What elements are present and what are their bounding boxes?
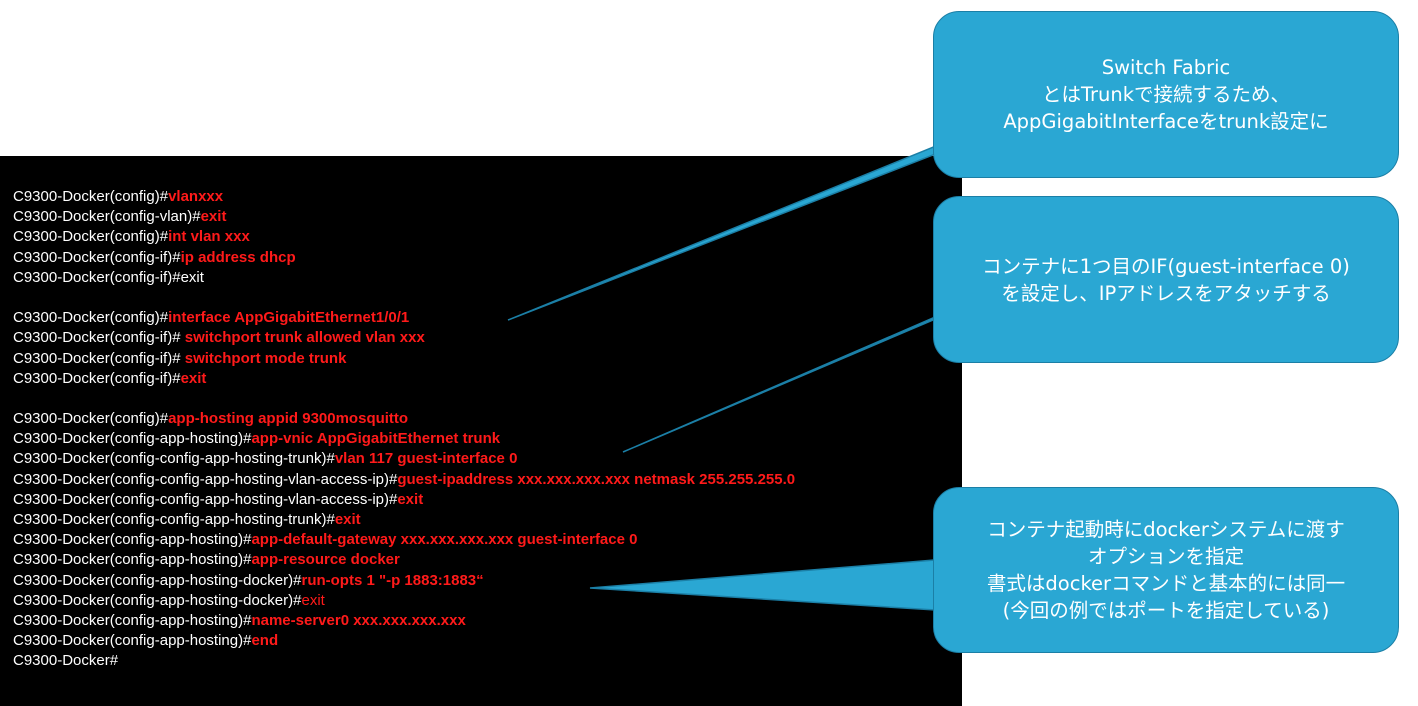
terminal-command: end	[251, 632, 279, 650]
terminal-line: C9300-Docker(config-app-hosting)#app-res…	[13, 550, 795, 570]
terminal-line	[13, 389, 795, 409]
terminal-line: C9300-Docker(config-if)#ip address dhcp	[13, 248, 795, 268]
terminal-command: app-vnic AppGigabitEthernet trunk	[251, 430, 501, 448]
terminal-command: name-server0 xxx.xxx.xxx.xxx	[251, 611, 466, 629]
terminal-line: C9300-Docker(config-config-app-hosting-t…	[13, 449, 795, 469]
callout-guest-interface-line-2: を設定し、IPアドレスをアタッチする	[1001, 281, 1331, 305]
callout-trunk-line-3: AppGigabitInterfaceをtrunk設定に	[1003, 110, 1329, 133]
terminal-prompt: C9300-Docker(config-if)#	[13, 329, 185, 347]
callout-run-opts-line-2: オプションを指定	[1087, 545, 1244, 568]
terminal-prompt: C9300-Docker(config)#	[13, 309, 169, 327]
terminal-prompt: C9300-Docker(config-if)#	[13, 369, 181, 387]
terminal-line: C9300-Docker(config-app-hosting)#app-vni…	[13, 429, 795, 449]
terminal-prompt: C9300-Docker(config-app-hosting-docker)#	[13, 571, 302, 589]
terminal-prompt: C9300-Docker(config-if)#	[13, 248, 181, 266]
terminal-prompt: C9300-Docker#	[13, 652, 119, 670]
terminal-command: run-opts 1 "-p 1883:1883“	[301, 571, 484, 589]
terminal-prompt: C9300-Docker(config-app-hosting)#	[13, 611, 252, 629]
terminal-prompt: C9300-Docker(config-config-app-hosting-t…	[13, 450, 335, 468]
terminal-line: C9300-Docker(config-if)#exit	[13, 369, 795, 389]
terminal-line: C9300-Docker(config)#app-hosting appid 9…	[13, 409, 795, 429]
terminal-command: vlanxxx	[168, 188, 224, 205]
terminal-line: C9300-Docker(config-if)# switchport mode…	[13, 349, 795, 369]
terminal-command: switchport mode trunk	[184, 349, 347, 367]
terminal-prompt: C9300-Docker(config-app-hosting)#	[13, 430, 252, 448]
terminal-prompt: C9300-Docker(config-config-app-hosting-v…	[13, 470, 398, 488]
callout-run-opts-line-4: (今回の例ではポートを指定している)	[1002, 599, 1330, 622]
terminal-command: exit	[397, 490, 424, 508]
terminal-line: C9300-Docker(config-if)#exit	[13, 268, 795, 288]
terminal-line: C9300-Docker(config-app-hosting-docker)#…	[13, 571, 795, 591]
callout-run-opts-line-1: コンテナ起動時にdockerシステムに渡す	[987, 518, 1345, 541]
terminal-command: exit	[180, 369, 207, 387]
callout-trunk-line-2: とはTrunkで接続するため、	[1041, 83, 1291, 106]
terminal-command: int vlan xxx	[168, 228, 250, 246]
terminal-prompt: C9300-Docker(config-app-hosting)#	[13, 531, 252, 549]
callout-guest-interface-note: コンテナに1つ目のIF(guest-interface 0) を設定し、IPアド…	[933, 196, 1399, 363]
callout-run-opts-line-3: 書式はdockerコマンドと基本的には同一	[986, 572, 1346, 595]
terminal-line: C9300-Docker(config-vlan)#exit	[13, 207, 795, 227]
terminal-line: C9300-Docker#	[13, 651, 795, 671]
callout-guest-interface-line-1: コンテナに1つ目のIF(guest-interface 0)	[982, 254, 1350, 278]
callout-run-opts-note: コンテナ起動時にdockerシステムに渡す オプションを指定 書式はdocker…	[933, 487, 1399, 653]
terminal-prompt: C9300-Docker(config-if)#	[13, 349, 185, 367]
terminal-prompt: C9300-Docker(config-vlan)#	[13, 208, 201, 226]
terminal-prompt: C9300-Docker(config-app-hosting)#	[13, 632, 252, 650]
terminal-command: app-hosting appid 9300mosquitto	[168, 410, 409, 428]
terminal-command: switchport trunk allowed vlan xxx	[184, 329, 425, 347]
terminal-prompt: C9300-Docker(config-config-app-hosting-t…	[13, 511, 335, 528]
terminal-line: C9300-Docker(config-app-hosting)#app-def…	[13, 530, 795, 550]
terminal-line: C9300-Docker(config-app-hosting-docker)#…	[13, 591, 795, 611]
terminal-line: C9300-Docker(config-app-hosting)#end	[13, 631, 795, 651]
terminal-command: exit	[200, 208, 227, 226]
terminal-line: C9300-Docker(config-if)# switchport trun…	[13, 328, 795, 348]
terminal-line: C9300-Docker(config-app-hosting)#name-se…	[13, 611, 795, 631]
terminal-line: C9300-Docker(config)#interface AppGigabi…	[13, 308, 795, 328]
terminal-line	[13, 288, 795, 308]
callout-trunk-note: Switch Fabric とはTrunkで接続するため、 AppGigabit…	[933, 11, 1399, 178]
terminal-line: C9300-Docker(config)#vlanxxx	[13, 187, 795, 207]
terminal-prompt: C9300-Docker(config-app-hosting-docker)#	[13, 591, 302, 609]
terminal-command: exit	[334, 511, 361, 528]
terminal-prompt: C9300-Docker(config)#	[13, 228, 169, 246]
terminal-command: ip address dhcp	[180, 248, 296, 266]
terminal-command: guest-ipaddress xxx.xxx.xxx.xxx netmask …	[397, 470, 796, 488]
terminal-line: C9300-Docker(config-config-app-hosting-t…	[13, 510, 795, 530]
terminal-command: app-default-gateway xxx.xxx.xxx.xxx gues…	[251, 531, 638, 549]
terminal-command: vlan 117 guest-interface 0	[334, 450, 518, 468]
terminal-prompt: C9300-Docker(config-app-hosting)#	[13, 551, 252, 569]
terminal-prompt: C9300-Docker(config)#	[13, 410, 169, 428]
callout-trunk-line-1: Switch Fabric	[1101, 56, 1231, 79]
terminal-prompt: C9300-Docker(config-config-app-hosting-v…	[13, 490, 398, 508]
terminal-line: C9300-Docker(config-config-app-hosting-v…	[13, 490, 795, 510]
terminal-command: app-resource docker	[251, 551, 400, 569]
terminal-command: interface AppGigabitEthernet1/0/1	[168, 309, 410, 327]
terminal-prompt: C9300-Docker(config)#	[13, 188, 169, 205]
terminal-prompt: C9300-Docker(config-if)#exit	[13, 268, 204, 286]
terminal-line: C9300-Docker(config)#int vlan xxx	[13, 227, 795, 247]
terminal-line: C9300-Docker(config-config-app-hosting-v…	[13, 470, 795, 490]
terminal-command: exit	[301, 591, 325, 609]
